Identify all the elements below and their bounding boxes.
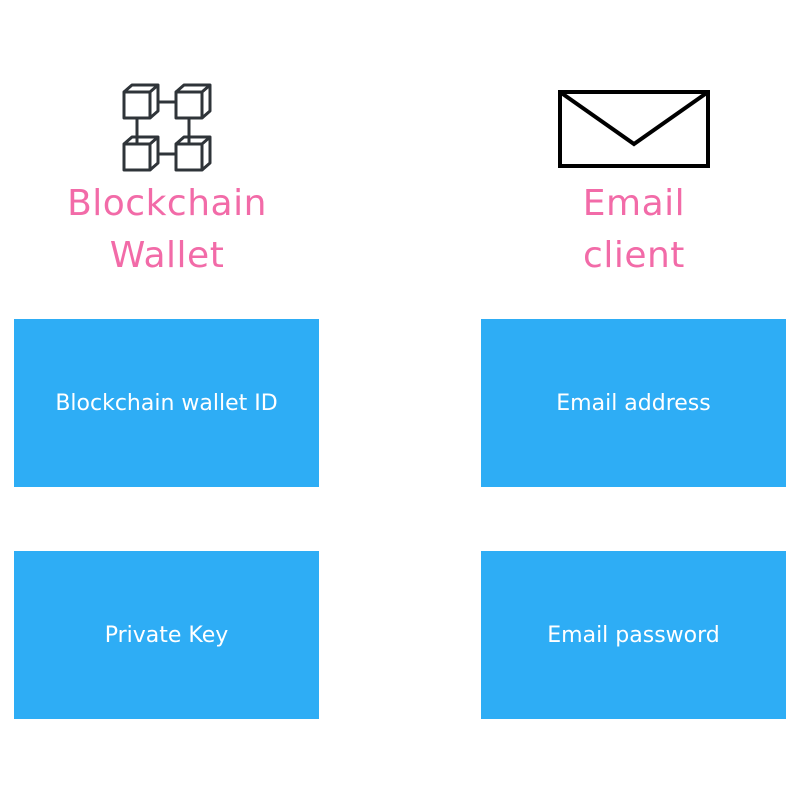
email-address-box: Email address bbox=[481, 319, 786, 487]
box-label: Email password bbox=[547, 622, 720, 648]
blockchain-wallet-title: Blockchain Wallet bbox=[17, 178, 317, 282]
blockchain-wallet-id-box: Blockchain wallet ID bbox=[14, 319, 319, 487]
box-label: Blockchain wallet ID bbox=[55, 390, 278, 416]
title-line: Blockchain bbox=[67, 183, 267, 224]
box-label: Email address bbox=[556, 390, 711, 416]
title-line: client bbox=[583, 235, 685, 276]
title-line: Email bbox=[582, 183, 686, 224]
email-client-title: Email client bbox=[484, 178, 784, 282]
email-password-box: Email password bbox=[481, 551, 786, 719]
envelope-icon bbox=[558, 90, 710, 168]
blockchain-icon bbox=[122, 83, 212, 172]
private-key-box: Private Key bbox=[14, 551, 319, 719]
title-line: Wallet bbox=[109, 235, 225, 276]
box-label: Private Key bbox=[104, 622, 229, 648]
